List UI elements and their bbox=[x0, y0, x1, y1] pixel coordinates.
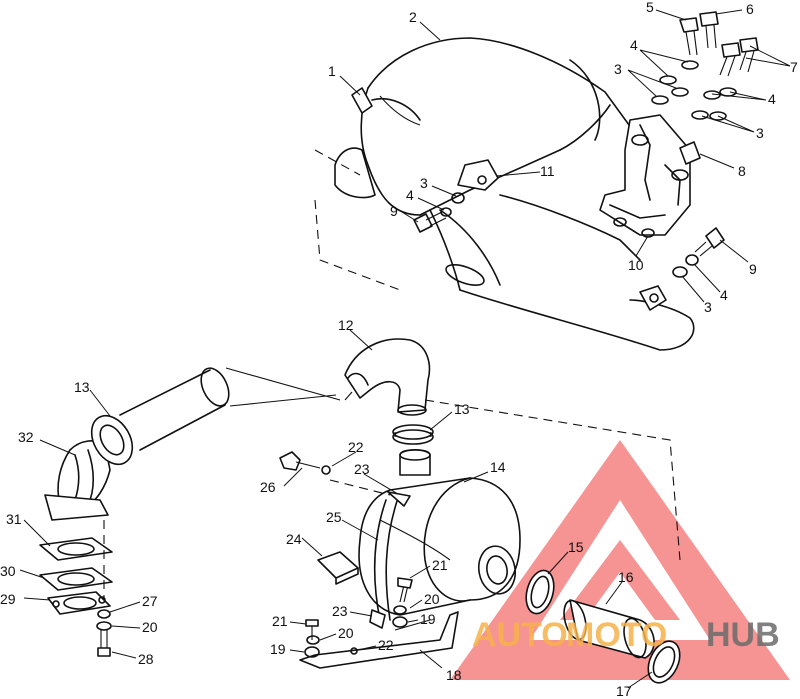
muffler-body-upper bbox=[314, 37, 695, 351]
mounting-strap bbox=[369, 491, 411, 629]
exhaust-manifold bbox=[44, 440, 111, 521]
watermark-wordmark: AUTO MOTO HUB bbox=[472, 616, 780, 654]
fasteners-lower bbox=[304, 577, 413, 658]
callout-7: 7 bbox=[790, 59, 798, 75]
guide-line-strap bbox=[329, 479, 391, 496]
callout-4a: 4 bbox=[630, 37, 638, 53]
band-clamp-13-left bbox=[90, 414, 134, 466]
callout-3c: 3 bbox=[420, 175, 428, 191]
insulator-pad bbox=[317, 551, 359, 585]
callout-19b: 19 bbox=[270, 641, 286, 657]
tailpipe bbox=[563, 599, 655, 659]
gasket-31 bbox=[39, 537, 113, 561]
callout-3b: 3 bbox=[756, 125, 764, 141]
callout-11: 11 bbox=[540, 163, 555, 179]
callout-10: 10 bbox=[628, 257, 644, 273]
callout-5: 5 bbox=[646, 0, 654, 15]
exhaust-pipe-long bbox=[119, 367, 341, 451]
watermark-logo bbox=[450, 440, 790, 680]
callout-26: 26 bbox=[260, 479, 276, 495]
callout-20a: 20 bbox=[424, 591, 440, 607]
watermark-text-auto: AUTO bbox=[472, 616, 568, 654]
watermark-text-hub: HUB bbox=[706, 616, 780, 654]
callout-23a: 23 bbox=[354, 461, 370, 477]
callout-20b: 20 bbox=[338, 625, 354, 641]
callout-25: 25 bbox=[326, 509, 342, 525]
callout-4c: 4 bbox=[406, 187, 414, 203]
callout-27: 27 bbox=[142, 593, 158, 609]
gasket-30 bbox=[39, 567, 113, 591]
spring-clip bbox=[457, 159, 499, 191]
support-bracket-18 bbox=[299, 611, 459, 669]
flange-29 bbox=[47, 591, 111, 615]
callout-21a: 21 bbox=[432, 557, 448, 573]
callout-2: 2 bbox=[409, 9, 417, 25]
band-clamp-upper bbox=[392, 424, 434, 445]
hanger-bracket-26 bbox=[279, 451, 331, 475]
watermark-inner-mark-icon bbox=[560, 540, 680, 620]
callout-17: 17 bbox=[616, 683, 632, 699]
fasteners-left bbox=[96, 520, 112, 657]
callout-18: 18 bbox=[446, 667, 462, 683]
callout-16: 16 bbox=[618, 569, 634, 585]
elbow-pipe bbox=[344, 338, 431, 416]
callout-3d: 3 bbox=[704, 299, 712, 315]
callout-4b: 4 bbox=[768, 91, 776, 107]
watermark-text-moto: MOTO bbox=[566, 616, 667, 654]
callout-31: 31 bbox=[6, 511, 22, 527]
guide-line-mid bbox=[424, 399, 681, 561]
callout-8: 8 bbox=[738, 163, 746, 179]
callout-6: 6 bbox=[746, 1, 754, 17]
watermark-triangle-icon bbox=[450, 440, 790, 680]
band-clamp-15 bbox=[525, 569, 555, 615]
callout-14: 14 bbox=[490, 459, 506, 475]
callout-32: 32 bbox=[18, 429, 34, 445]
callout-12: 12 bbox=[338, 317, 354, 333]
leader-lines bbox=[19, 9, 791, 689]
callout-22b: 22 bbox=[378, 637, 394, 653]
callout-23b: 23 bbox=[332, 603, 348, 619]
callout-9b: 9 bbox=[749, 261, 757, 277]
mounting-bracket bbox=[599, 114, 691, 238]
callout-1: 1 bbox=[328, 63, 336, 79]
callout-22a: 22 bbox=[348, 439, 364, 455]
callout-3a: 3 bbox=[614, 61, 622, 77]
band-clamp-17 bbox=[647, 640, 681, 684]
bolts-top bbox=[679, 11, 759, 77]
callout-21b: 21 bbox=[272, 613, 288, 629]
callout-4d: 4 bbox=[720, 287, 728, 303]
callout-20c: 20 bbox=[142, 619, 158, 635]
callout-24: 24 bbox=[286, 531, 302, 547]
callout-9a: 9 bbox=[390, 203, 398, 219]
fasteners-mid bbox=[413, 192, 725, 311]
callout-30: 30 bbox=[0, 563, 16, 579]
callout-28: 28 bbox=[138, 651, 154, 667]
callout-29: 29 bbox=[0, 591, 16, 607]
callout-13b: 13 bbox=[74, 379, 90, 395]
callout-13a: 13 bbox=[454, 401, 470, 417]
callout-15: 15 bbox=[568, 539, 584, 555]
callout-19a: 19 bbox=[420, 611, 436, 627]
